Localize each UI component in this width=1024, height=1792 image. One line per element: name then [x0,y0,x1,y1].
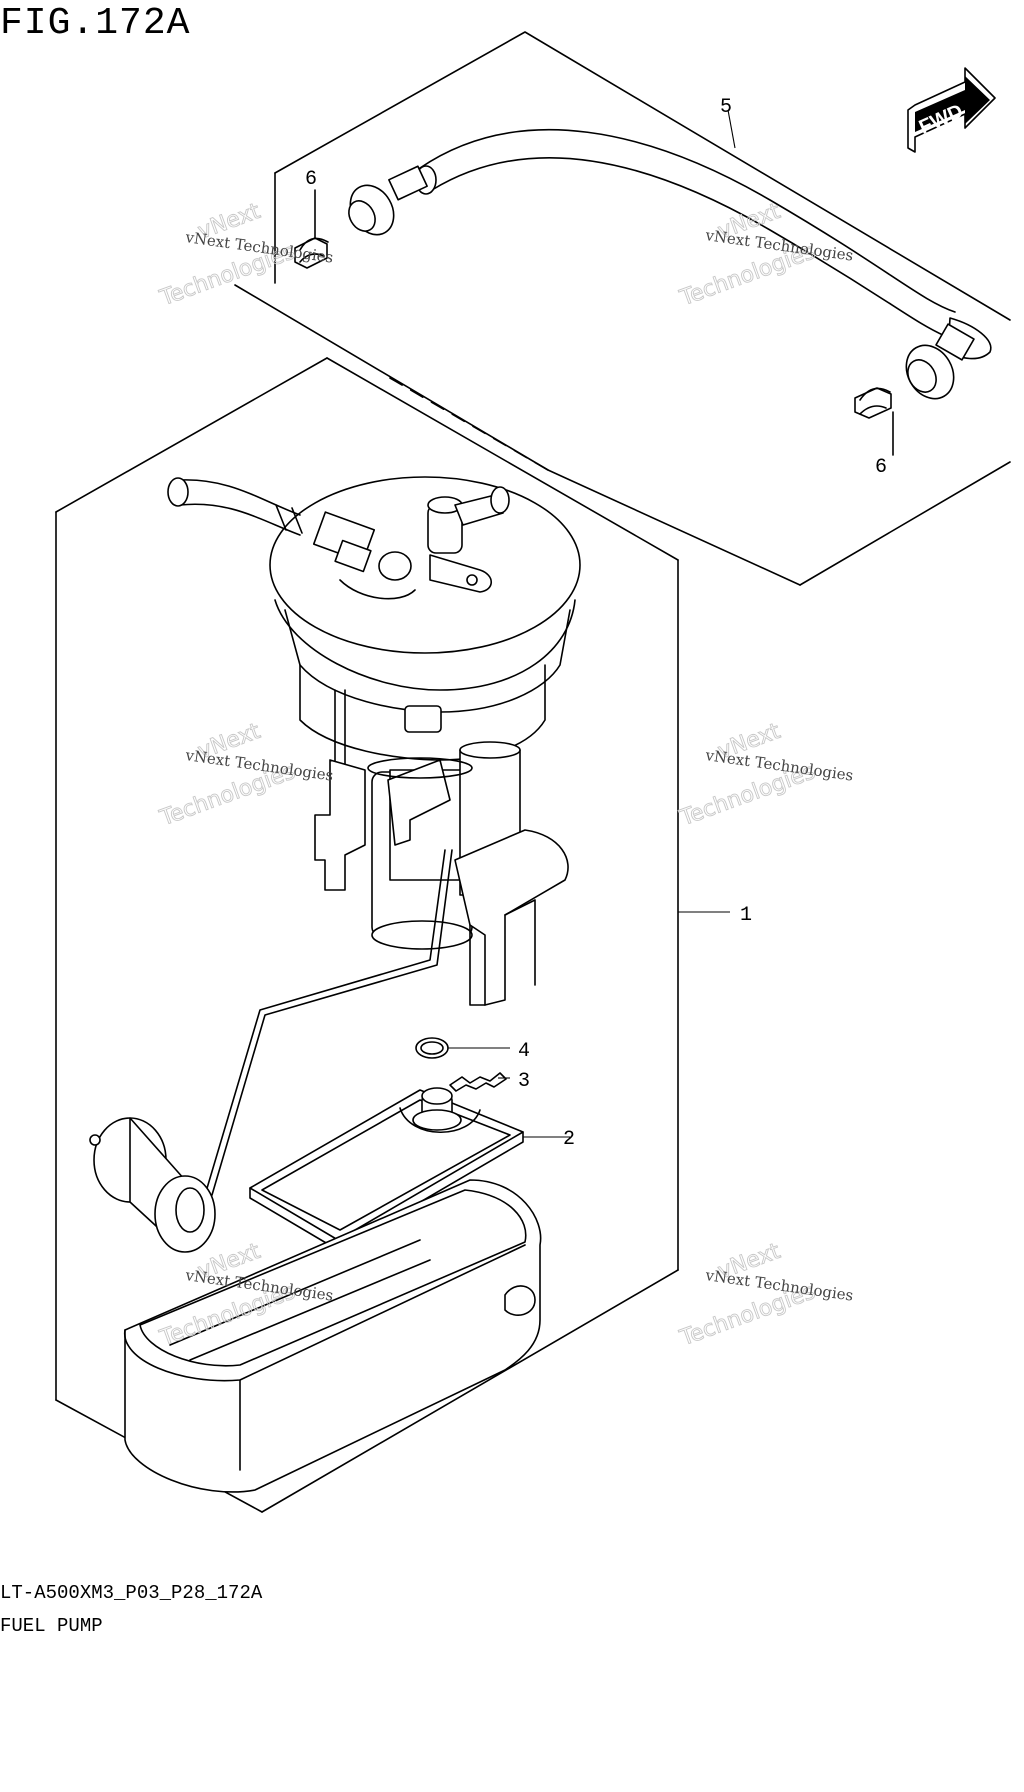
pump-cap [167,476,581,761]
o-ring [415,1037,510,1059]
pump-body [314,689,569,1006]
figure-name: FUEL PUMP [0,1615,103,1637]
watermark-bottom-right: vNext Technologies vNext Technologies [676,1238,855,1352]
watermark-top-right: vNext Technologies vNext Technologies [676,198,855,312]
watermark-top-left: vNext Technologies vNext Technologies [156,198,335,312]
callout-6-upper: 6 [305,168,317,191]
callout-5: 5 [720,96,732,119]
callout-1: 1 [740,904,752,927]
fuel-hose [348,128,992,400]
callout-2: 2 [563,1128,575,1151]
pump-tray [124,1179,542,1493]
callout-6-lower: 6 [875,456,887,479]
figure-code: LT-A500XM3_P03_P28_172A [0,1582,263,1604]
watermark-mid-left: vNext Technologies vNext Technologies [156,718,335,832]
callout-leaders [678,109,736,913]
watermark-mid-right: vNext Technologies vNext Technologies [676,718,855,832]
filter-plate [249,1087,570,1251]
callout-4: 4 [518,1040,530,1063]
callout-labels: 1 2 3 4 5 6 6 [305,96,887,1151]
figure-title: FIG.172A [0,2,191,45]
callout-3: 3 [518,1070,530,1093]
fuel-float [89,849,453,1253]
hose-clamp-upper [294,189,329,269]
forward-badge: FWD [907,67,996,153]
hose-clamp-lower [854,387,894,456]
gasket-clip [449,1072,510,1092]
